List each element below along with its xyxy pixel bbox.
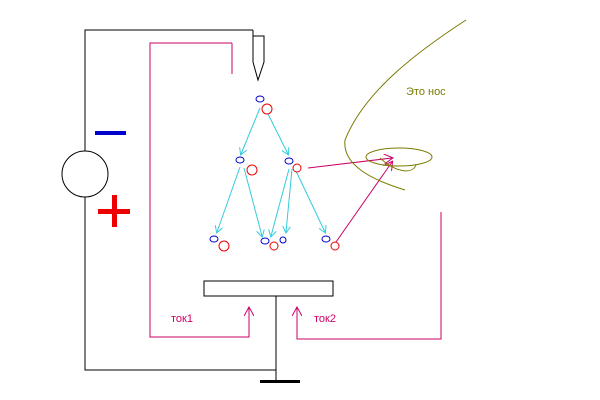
electron [284,157,294,165]
nostril-curl [379,157,417,172]
nose-outline [344,19,467,191]
ion-to-nose-arrow-1 [307,158,392,169]
collector-plate [203,280,334,297]
power-source [61,150,109,198]
electron-cascade-arrows [217,107,325,236]
minus-sign [95,131,126,135]
needle-electrode [252,35,265,82]
electron [209,235,219,243]
nose-label: Это нос [406,86,446,98]
ground-symbol [260,380,300,383]
current-2-label: ток2 [314,313,336,325]
ion [246,164,258,176]
ion [292,163,302,173]
ion [330,241,340,251]
nostril [365,147,433,167]
ion [261,103,273,115]
particles [209,95,340,252]
electron [279,236,287,244]
ion-to-nose-arrow-2 [335,162,392,243]
ion [269,241,279,251]
electron [260,237,270,245]
ion [218,240,230,252]
electron [255,95,265,103]
electron [321,235,331,243]
electron [235,156,245,164]
circuit-wire [84,29,276,371]
current-1-label: ток1 [171,313,193,325]
plus-sign [98,195,130,227]
